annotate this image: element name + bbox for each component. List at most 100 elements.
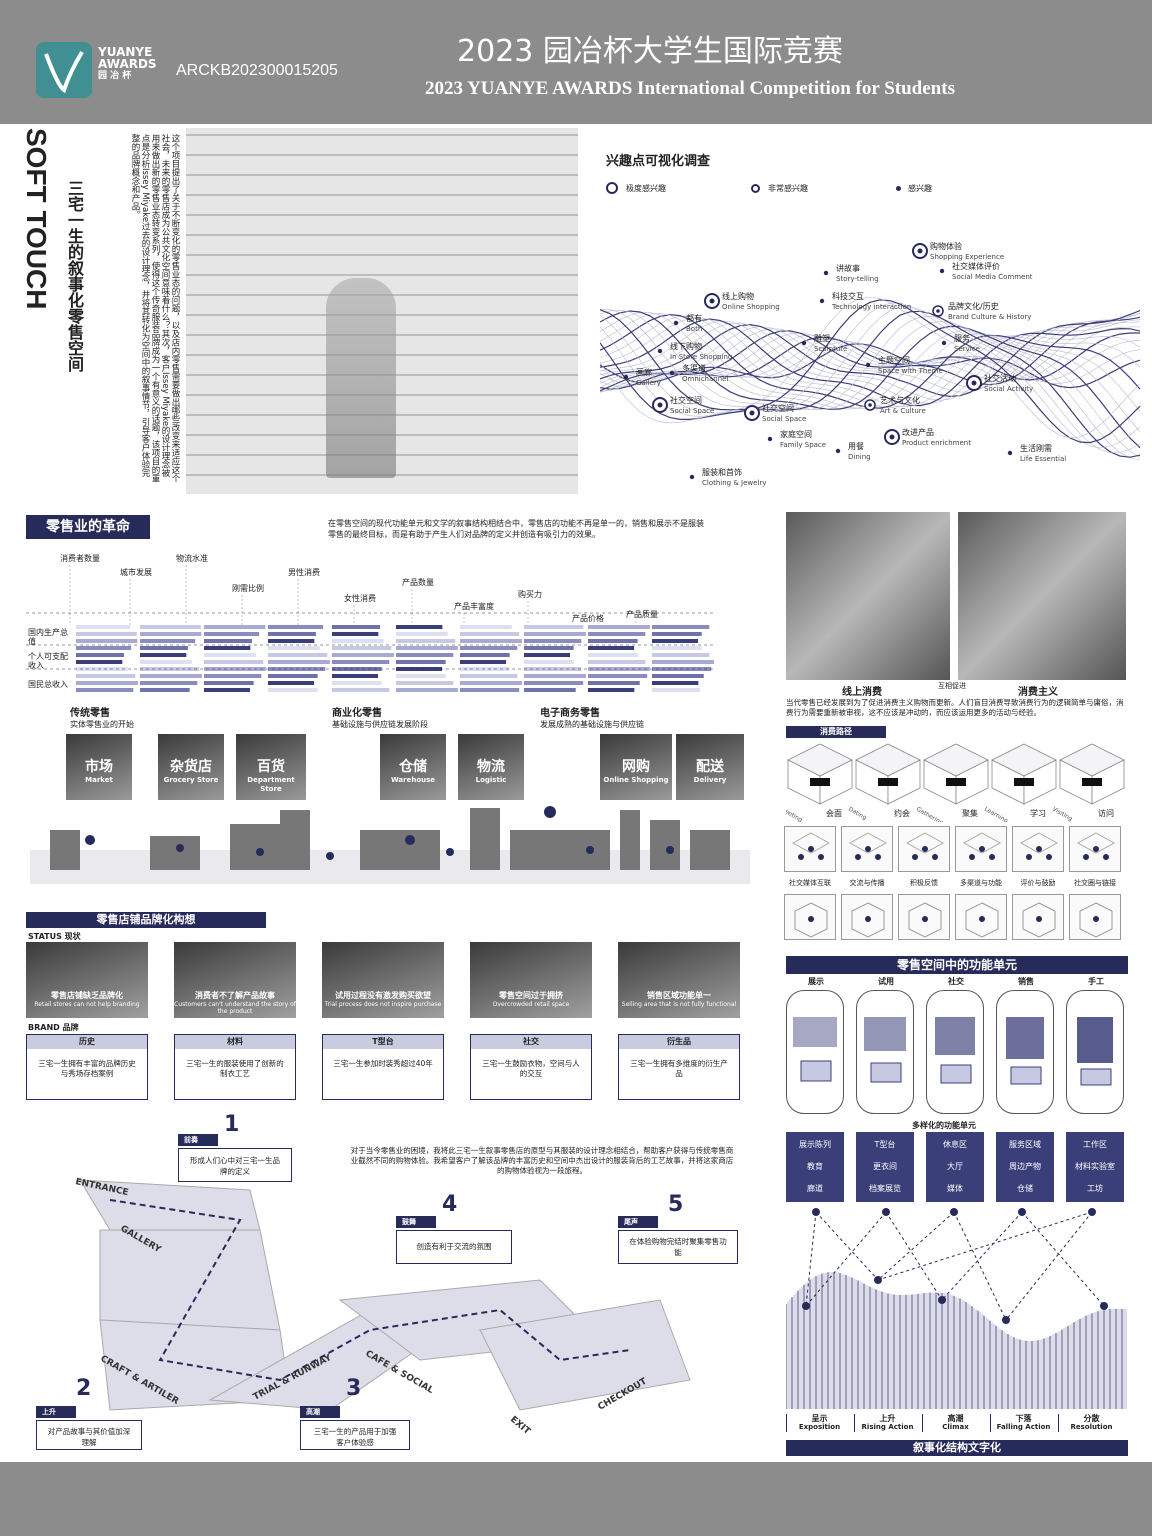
factor-bar xyxy=(204,632,260,636)
brand-card-text: 三宅一生拥有丰富的品牌历史与秀场存档案例 xyxy=(38,1059,136,1078)
narrative-link xyxy=(805,1211,887,1307)
factor-bar xyxy=(460,625,512,629)
unit-detail: 休息区 xyxy=(943,1140,967,1149)
interest-cn: 雕塑 xyxy=(814,333,830,343)
wave-line xyxy=(600,316,1141,392)
activity-icon-secondary xyxy=(841,894,893,940)
callout-head: 鼓舞 xyxy=(396,1216,436,1228)
activity-icon xyxy=(1069,826,1121,872)
unit-plan-icon xyxy=(927,991,983,1119)
interest-cn: 画廊 xyxy=(636,367,652,377)
factor-bar xyxy=(268,653,328,657)
thumb-cn: 市场 xyxy=(85,759,113,775)
interest-cn: 用餐 xyxy=(848,442,864,451)
stage-ecommerce: 电子商务零售 发展成熟的基础设施与供应链 xyxy=(540,704,644,730)
unit-detail: 工作区 xyxy=(1083,1140,1107,1149)
activity-label: 交流与传播 xyxy=(849,879,885,887)
activity-label: 多渠道与功能 xyxy=(960,879,1002,887)
row-label-gni: 国民总收入 xyxy=(28,680,68,689)
narrative-link xyxy=(1021,1211,1105,1307)
factor-bar xyxy=(460,681,522,685)
consumption-text: 当代零售已经发展到为了促进消费主义购物而更新。人们盲目消费导致消费行为的逻辑简单… xyxy=(786,698,1124,717)
interest-cn: 科技交互 xyxy=(832,291,864,301)
factor-bar xyxy=(524,625,584,629)
interest-survey-title: 兴趣点可视化调查 xyxy=(606,154,711,169)
interest-cn: 社交空间 xyxy=(670,395,702,405)
activity-icon-secondary xyxy=(784,894,836,940)
interest-cn: 社交媒体评价 xyxy=(952,261,1000,271)
units-title: 零售空间中的功能单元 xyxy=(786,956,1128,974)
thumb-cn: 网购 xyxy=(622,759,650,775)
entry-code: ARCKB202300015205 xyxy=(176,62,338,79)
factor-bar xyxy=(76,688,134,692)
interest-point xyxy=(744,405,760,421)
brand-card-text: 三宅一生鼓励衣物，空间与人的交互 xyxy=(482,1059,580,1078)
legend-extreme-icon xyxy=(606,182,618,194)
interest-point xyxy=(941,340,947,346)
interest-cn: 社交活动 xyxy=(984,373,1016,383)
factor-bar xyxy=(396,660,446,664)
factor-bar xyxy=(76,625,130,629)
path-cube xyxy=(1059,743,1125,805)
store-journey-illustration: ENTRANCE GALLERY CRAFT & ARTILER TRIAL &… xyxy=(74,1177,691,1437)
wave-line xyxy=(600,341,1141,386)
factor-bar xyxy=(396,646,458,650)
brand-card-head: 社交 xyxy=(471,1035,591,1049)
status-cn: 消费者不了解产品故事 xyxy=(195,991,275,1000)
act-en: Falling Action xyxy=(996,1423,1051,1431)
factor-bar xyxy=(524,674,586,678)
wave-line xyxy=(600,309,1141,398)
interest-en: Family Space xyxy=(780,441,826,449)
brand-cards: 历史三宅一生拥有丰富的品牌历史与秀场存档案例材料三宅一生的服装使用了创新的制衣工… xyxy=(26,1034,746,1102)
unit-detail: 仓储 xyxy=(1017,1184,1033,1193)
thumb-en: Warehouse xyxy=(390,776,436,784)
factor-bar xyxy=(396,688,458,692)
status-en: Overcrowded retail space xyxy=(492,1001,570,1008)
unit-plan-icon xyxy=(787,991,843,1119)
path-en: Meeting xyxy=(786,806,804,822)
status-en: Retail stores can not help branding xyxy=(34,1001,140,1008)
interest-point xyxy=(939,268,945,274)
legend-very-label: 非常感兴趣 xyxy=(768,184,808,193)
interest-en: Sculpture xyxy=(814,345,847,353)
wave-line xyxy=(600,317,1141,408)
factor-bar xyxy=(396,674,446,678)
factor-bar xyxy=(524,653,571,657)
factor-label: 产品数量 xyxy=(402,577,434,587)
factor-bar xyxy=(76,646,132,650)
status-en: Trial process does not inspire purchase xyxy=(324,1001,442,1008)
interest-en: Space with Theme xyxy=(878,367,943,375)
unit-column-title: 试用 xyxy=(878,977,894,986)
factor-bar xyxy=(524,667,582,671)
factor-bar xyxy=(332,660,390,664)
yuanye-logo-icon xyxy=(36,42,92,98)
callout-head: 高潮 xyxy=(300,1406,340,1418)
interest-point xyxy=(1007,450,1013,456)
path-cube xyxy=(855,743,921,805)
factor-label: 物流水准 xyxy=(176,553,208,563)
factor-bar xyxy=(588,660,646,664)
stage-sub: 基础设施与供应链发展阶段 xyxy=(332,720,428,729)
act-cn: 高潮 xyxy=(947,1414,964,1423)
interest-cn: 服装和首饰 xyxy=(702,467,742,477)
activity-icon xyxy=(784,826,836,872)
act-cn: 下落 xyxy=(1015,1414,1032,1423)
city-skyline-illustration xyxy=(30,806,750,884)
revolution-text: 在零售空间的现代功能单元和文学的叙事结构相结合中，零售店的功能不再是单一的，销售… xyxy=(328,519,704,539)
factor-bar xyxy=(396,681,454,685)
consumerism-label: 消费主义 xyxy=(1018,687,1058,698)
interest-en: Story-telling xyxy=(836,275,879,283)
brand-card-head: 衍生品 xyxy=(619,1035,739,1049)
factor-bar xyxy=(76,667,128,671)
factor-bar xyxy=(268,681,315,685)
logo-line3: 园 冶 杯 xyxy=(98,71,132,81)
legend-extreme-label: 极度感兴趣 xyxy=(626,184,666,193)
unit-box xyxy=(856,990,914,1114)
brand-card: 材料三宅一生的服装使用了创新的制衣工艺 xyxy=(174,1034,296,1100)
interest-en: Social Media Comment xyxy=(952,273,1033,281)
